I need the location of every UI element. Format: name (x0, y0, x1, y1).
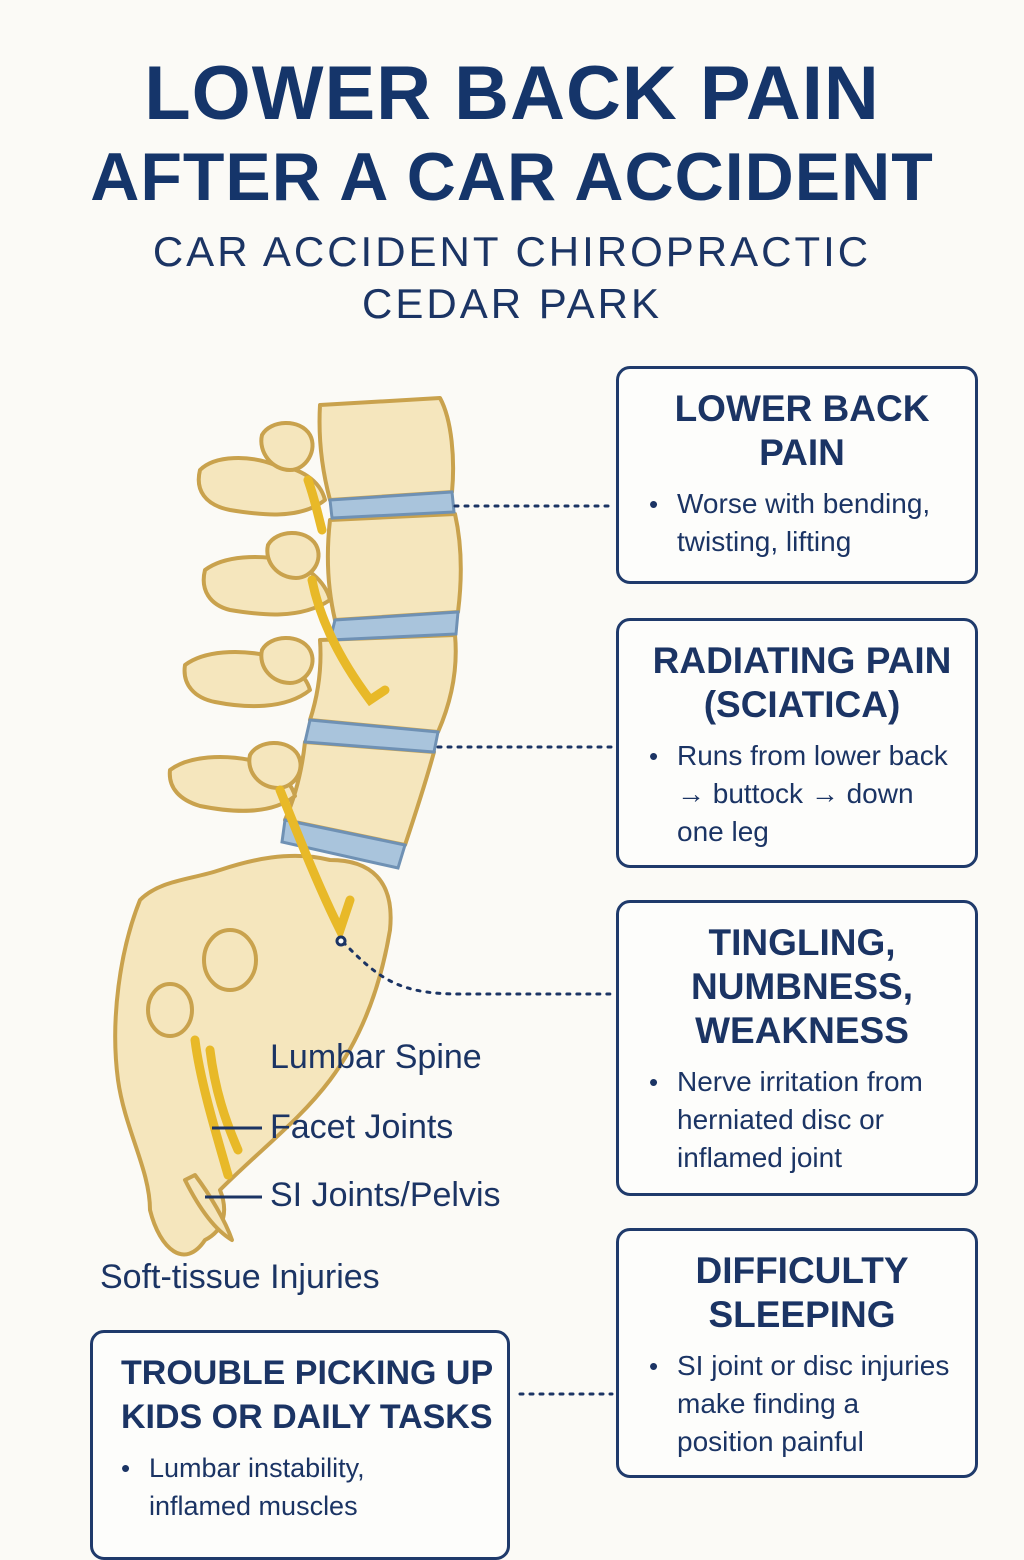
articular-process-1 (259, 421, 315, 472)
card-title: DIFFICULTY SLEEPING (695, 1250, 909, 1335)
label-soft-tissue-injuries: Soft-tissue Injuries (100, 1258, 380, 1296)
card-bullet: Worse with bending, twisting, lifting (649, 485, 955, 561)
card-bullet: Lumbar instability, inflamed muscles (121, 1449, 497, 1525)
page-title-line1: LOWER BACK PAIN (144, 51, 880, 136)
leader-card3-dot (335, 935, 347, 947)
disc-4 (280, 818, 407, 870)
articular-process-2 (265, 531, 321, 580)
pelvis-foramen (202, 928, 258, 992)
vertebra-l1 (317, 396, 456, 502)
spinous-process-1 (196, 456, 327, 517)
sciatic-nerve-2 (205, 1045, 243, 1155)
card-bullet: Runs from lower back → buttock → down on… (649, 737, 955, 851)
card-title: TROUBLE PICKING UP KIDS OR DAILY TASKS (121, 1354, 494, 1436)
articular-process-4 (247, 741, 303, 790)
vertebra-l3 (308, 633, 458, 734)
nerve-1 (303, 475, 327, 535)
card-tingling-numbness: TINGLING, NUMBNESS, WEAKNESS Nerve irrit… (616, 900, 978, 1196)
pelvis-foramen-2 (146, 982, 194, 1038)
pelvis-bone (113, 853, 393, 1257)
nerve-3 (275, 785, 355, 942)
subtitle-line1: CAR ACCIDENT CHIROPRACTIC (152, 228, 872, 275)
card-title: RADIATING PAIN (SCIATICA) (652, 640, 952, 725)
vertebra-l2 (325, 512, 463, 622)
card-title: LOWER BACK PAIN (674, 388, 930, 473)
leader-card3 (341, 940, 614, 996)
nerve-2 (307, 575, 390, 707)
card-daily-tasks: TROUBLE PICKING UP KIDS OR DAILY TASKS L… (90, 1330, 510, 1560)
card-bullet: Nerve irritation from herniated disc or … (649, 1063, 955, 1177)
page-title-line2: AFTER A CAR ACCIDENT (90, 139, 934, 215)
card-radiating-pain: RADIATING PAIN (SCIATICA) Runs from lowe… (616, 618, 978, 868)
label-facet-joints: Facet Joints (270, 1108, 454, 1146)
disc-1 (328, 490, 456, 520)
sciatic-nerve (190, 1035, 233, 1180)
label-si-joints-pelvis: SI Joints/Pelvis (270, 1176, 501, 1214)
disc-3 (303, 718, 440, 754)
card-title: TINGLING, NUMBNESS, WEAKNESS (690, 922, 914, 1051)
subtitle-line2: CEDAR PARK (362, 280, 662, 327)
card-difficulty-sleeping: DIFFICULTY SLEEPING SI joint or disc inj… (616, 1228, 978, 1478)
coccyx-bone (183, 1173, 234, 1242)
articular-process-3 (259, 636, 315, 685)
card-bullet: SI joint or disc injuries make finding a… (649, 1347, 955, 1461)
label-lumbar-spine: Lumbar Spine (270, 1038, 482, 1076)
card-lower-back-pain: LOWER BACK PAIN Worse with bending, twis… (616, 366, 978, 584)
